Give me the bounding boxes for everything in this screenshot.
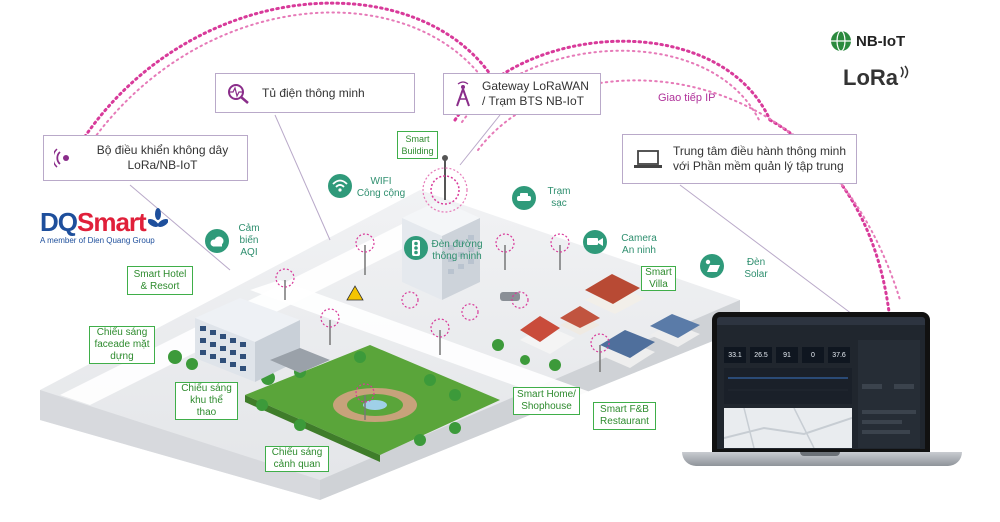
kpi-value-4: 0 <box>802 347 824 363</box>
gateway-label-2: / Trạm BTS NB-IoT <box>482 94 585 108</box>
charging-label-1: Trạm <box>547 186 571 197</box>
cloud-sensor-icon <box>205 229 229 253</box>
fnb-label-2: Restaurant <box>600 416 649 427</box>
kpi-value-3: 91 <box>776 347 798 363</box>
magnifier-waveform-icon <box>228 84 249 104</box>
kpi-value-5: 37.6 <box>828 347 850 363</box>
fnb-label-1: Smart F&B <box>600 404 649 415</box>
villa-label-1: Smart <box>645 266 672 278</box>
hotel-building <box>195 298 300 382</box>
sport-label-3: thao <box>196 407 217 418</box>
brand-name-smart: Smart <box>77 207 147 237</box>
ground-plane <box>40 190 740 500</box>
lora-signal-icon <box>900 65 909 79</box>
controller-label-2: LoRa/NB-IoT <box>127 158 198 172</box>
villa-label-2: Villa <box>649 278 668 290</box>
control-center-label-1: Trung tâm điều hành thông minh <box>673 144 846 158</box>
camera-label: Camera An ninh <box>615 233 663 257</box>
nbiot-label: NB-IoT <box>856 32 906 50</box>
callout-wireless-controller: Bộ điều khiển không dây LoRa/NB-IoT <box>43 135 248 181</box>
callout-gateway: Gateway LoRaWAN / Trạm BTS NB-IoT <box>443 73 601 115</box>
home-label-2: Shophouse <box>521 401 572 412</box>
traffic-light-label: Đèn đường thông minh <box>428 239 486 263</box>
solar-label-1: Đèn <box>746 257 766 268</box>
smart-hotel-box: Smart Hotel& Resort <box>127 266 193 295</box>
wifi-label-2: Công cộng <box>356 188 406 199</box>
facade-label-2: faceade mặt <box>94 339 150 350</box>
antenna-tower-icon <box>456 81 470 107</box>
facade-label-1: Chiếu sáng <box>96 327 148 338</box>
hotel-label-1: Smart Hotel <box>133 268 187 280</box>
laptop-hinge <box>800 452 840 456</box>
brand-name-dq: DQ <box>40 207 78 237</box>
central-tower <box>402 155 480 300</box>
laptop-icon <box>634 150 662 168</box>
wifi-label: WIFI Công cộng <box>356 176 406 200</box>
kpi-value-1: 33.1 <box>724 347 746 363</box>
charging-car-icon <box>512 186 536 210</box>
propeller-icon <box>147 208 168 227</box>
wireless-signal-icon <box>54 148 69 168</box>
gateway-label-1: Gateway LoRaWAN <box>482 79 589 93</box>
wifi-icon <box>328 174 352 198</box>
controller-label-1: Bộ điều khiển không dây <box>96 143 229 157</box>
nbiot-logo: NB-IoT <box>830 30 905 52</box>
brand-logo: DQ Smart A member of Dien Quang Group <box>40 207 190 245</box>
aqi-label: Cảm biến AQI <box>232 223 266 259</box>
dashboard-side-panel <box>858 340 920 448</box>
kpi-value-2: 26.5 <box>750 347 772 363</box>
home-label-1: Smart Home/ <box>517 389 576 400</box>
lora-logo: LoRa <box>843 65 911 91</box>
brand-tagline: A member of Dien Quang Group <box>40 236 155 245</box>
solar-label: Đèn Solar <box>738 257 774 281</box>
charging-label: Trạm sạc <box>542 186 576 210</box>
smart-building-label-1: Smart <box>405 134 430 144</box>
aqi-label-2: biến <box>239 235 259 246</box>
globe-icon <box>831 30 851 52</box>
control-center-label-2: với Phần mềm quản lý tập trung <box>673 159 844 173</box>
facade-label-3: dựng <box>110 351 134 362</box>
camera-label-2: An ninh <box>622 245 656 256</box>
traffic-light-icon <box>404 236 428 260</box>
sport-label-1: Chiếu sáng <box>181 383 232 394</box>
wifi-label-1: WIFI <box>370 176 392 187</box>
ip-link-label: Giao tiếp IP <box>658 92 716 104</box>
panel-button-1[interactable] <box>862 384 882 389</box>
panel-button-2[interactable] <box>894 384 914 389</box>
traffic-light-label-1: Đèn đường <box>431 239 483 250</box>
camera-icon <box>583 230 607 254</box>
smart-home-box: Smart Home/Shophouse <box>513 387 580 415</box>
houses <box>520 274 700 368</box>
solar-label-2: Solar <box>744 269 768 280</box>
solar-panel-icon <box>700 254 724 278</box>
aqi-label-3: AQI <box>240 247 258 258</box>
dashboard-chart <box>724 368 852 404</box>
callout-smart-cabinet: Tủ điện thông minh <box>215 73 415 113</box>
laptop-base <box>682 452 962 466</box>
charging-label-2: sạc <box>551 198 567 209</box>
traffic-light-label-2: thông minh <box>432 251 482 262</box>
camera-label-1: Camera <box>621 233 657 244</box>
landscape-label-2: cảnh quan <box>273 459 321 470</box>
aqi-label-1: Cảm <box>238 223 260 234</box>
sport-label-2: khu thể <box>190 395 223 406</box>
smart-building-label-2: Building <box>401 146 434 156</box>
lora-label: LoRa <box>843 65 898 90</box>
dashboard-map <box>723 407 853 449</box>
callout-control-center: Trung tâm điều hành thông minh với Phần … <box>622 134 857 184</box>
hotel-label-2: & Resort <box>140 280 180 292</box>
landscape-label-1: Chiếu sáng <box>271 447 323 458</box>
cabinet-label: Tủ điện thông minh <box>262 85 365 100</box>
